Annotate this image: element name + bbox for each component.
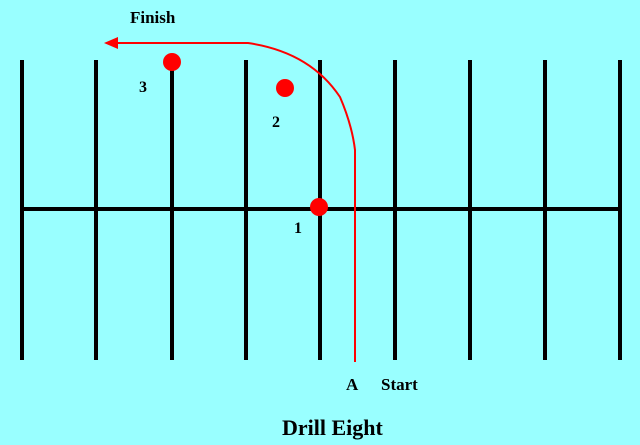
start-label: Start [381,375,418,394]
marker-1-label: 1 [294,220,302,237]
marker-2 [276,79,294,97]
drill-path [118,42,356,362]
marker-1 [310,198,328,216]
diagram-title: Drill Eight [282,415,383,440]
marker-3-label: 3 [139,79,147,96]
start-point-label: A [346,375,359,394]
finish-arrowhead [104,37,118,49]
marker-2-label: 2 [272,114,280,131]
marker-3 [163,53,181,71]
finish-label: Finish [130,8,176,27]
